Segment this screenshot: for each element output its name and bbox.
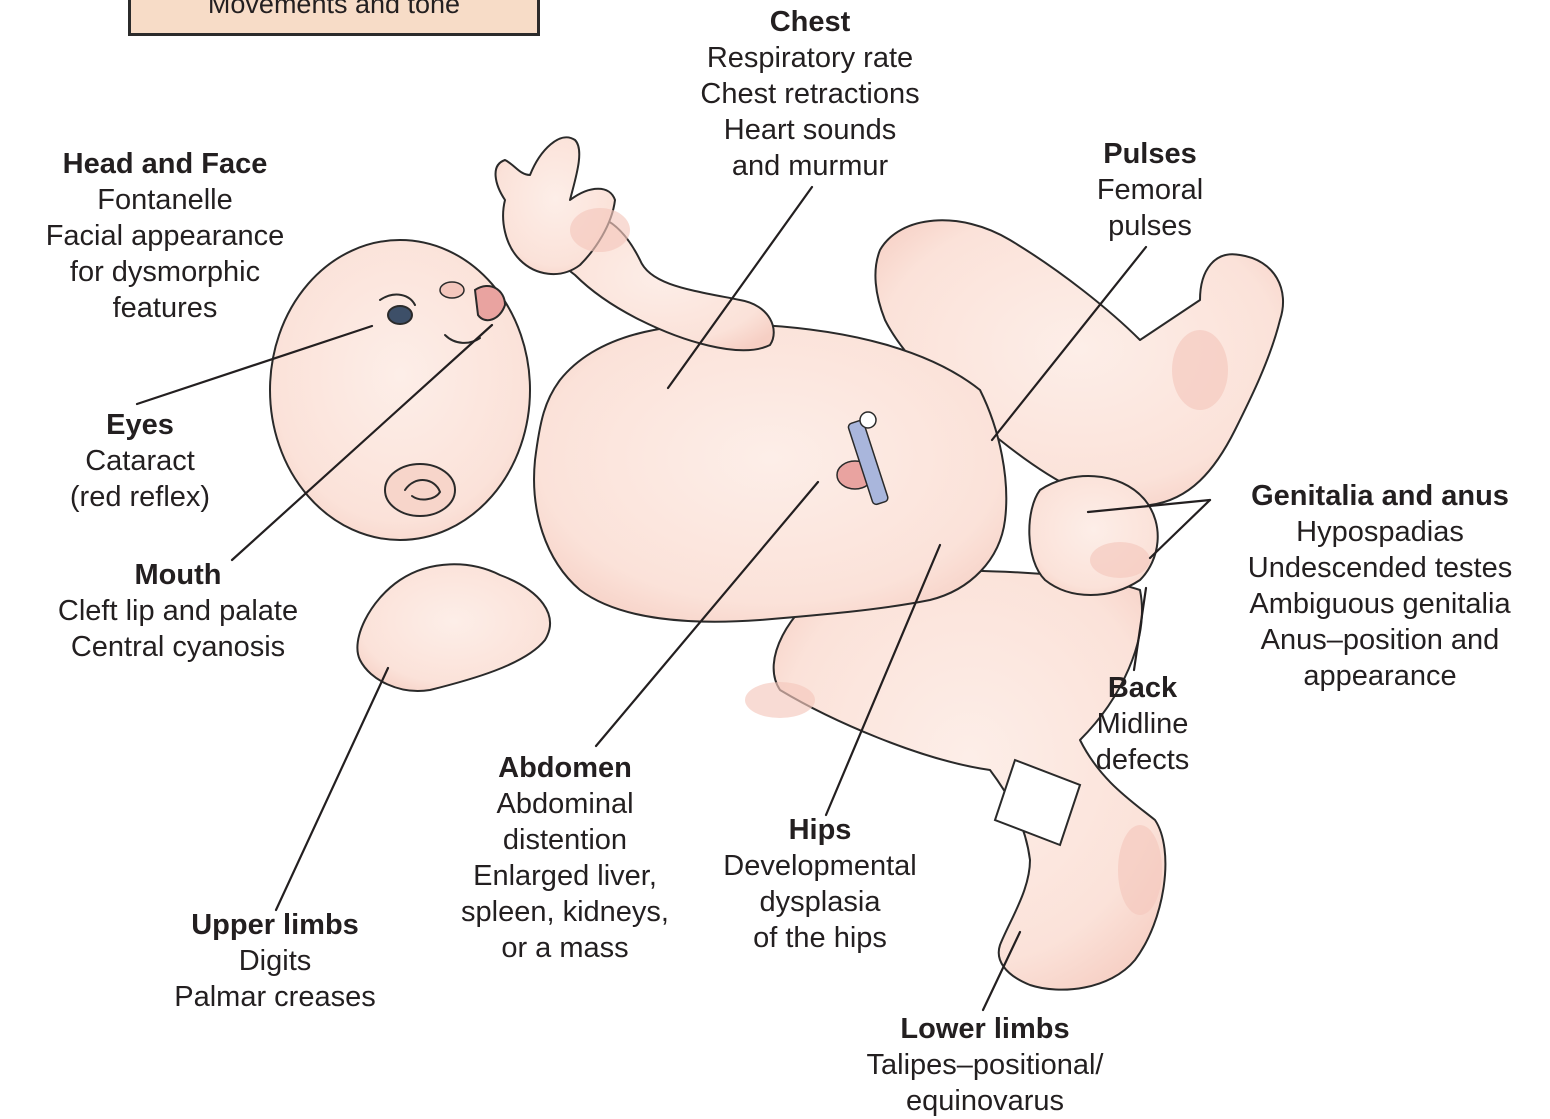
label-head-face-title: Head and Face: [10, 146, 320, 182]
label-genitalia-anus: Genitalia and anus Hypospadias Undescend…: [1210, 478, 1550, 694]
leader-genitalia-2: [1150, 500, 1210, 558]
label-chest: Chest Respiratory rate Chest retractions…: [660, 4, 960, 184]
label-back: Back Midline defects: [1060, 670, 1225, 778]
label-eyes: Eyes Cataract (red reflex): [40, 407, 240, 515]
torso: [534, 324, 1006, 622]
label-genitalia-title: Genitalia and anus: [1210, 478, 1550, 514]
label-abdomen-title: Abdomen: [425, 750, 705, 786]
title-box: Movements and tone: [128, 0, 540, 36]
label-pulses-title: Pulses: [1060, 136, 1240, 172]
label-hips-title: Hips: [690, 812, 950, 848]
eye: [388, 306, 412, 324]
label-pulses: Pulses Femoral pulses: [1060, 136, 1240, 244]
label-mouth: Mouth Cleft lip and palate Central cyano…: [18, 557, 338, 665]
label-upper-limbs-title: Upper limbs: [140, 907, 410, 943]
ear: [385, 464, 455, 516]
leader-upper-limbs: [276, 668, 388, 910]
buttocks: [1029, 476, 1157, 595]
label-hips: Hips Developmental dysplasia of the hips: [690, 812, 950, 956]
title-box-text: Movements and tone: [131, 0, 537, 17]
label-abdomen: Abdomen Abdominal distention Enlarged li…: [425, 750, 705, 966]
label-lower-limbs: Lower limbs Talipes–positional/ equinova…: [820, 1011, 1150, 1119]
label-head-face: Head and Face Fontanelle Facial appearan…: [10, 146, 320, 326]
label-mouth-title: Mouth: [18, 557, 338, 593]
label-lower-limbs-title: Lower limbs: [820, 1011, 1150, 1047]
label-chest-title: Chest: [660, 4, 960, 40]
label-eyes-title: Eyes: [40, 407, 240, 443]
label-upper-limbs: Upper limbs Digits Palmar creases: [140, 907, 410, 1015]
label-back-title: Back: [1060, 670, 1225, 706]
